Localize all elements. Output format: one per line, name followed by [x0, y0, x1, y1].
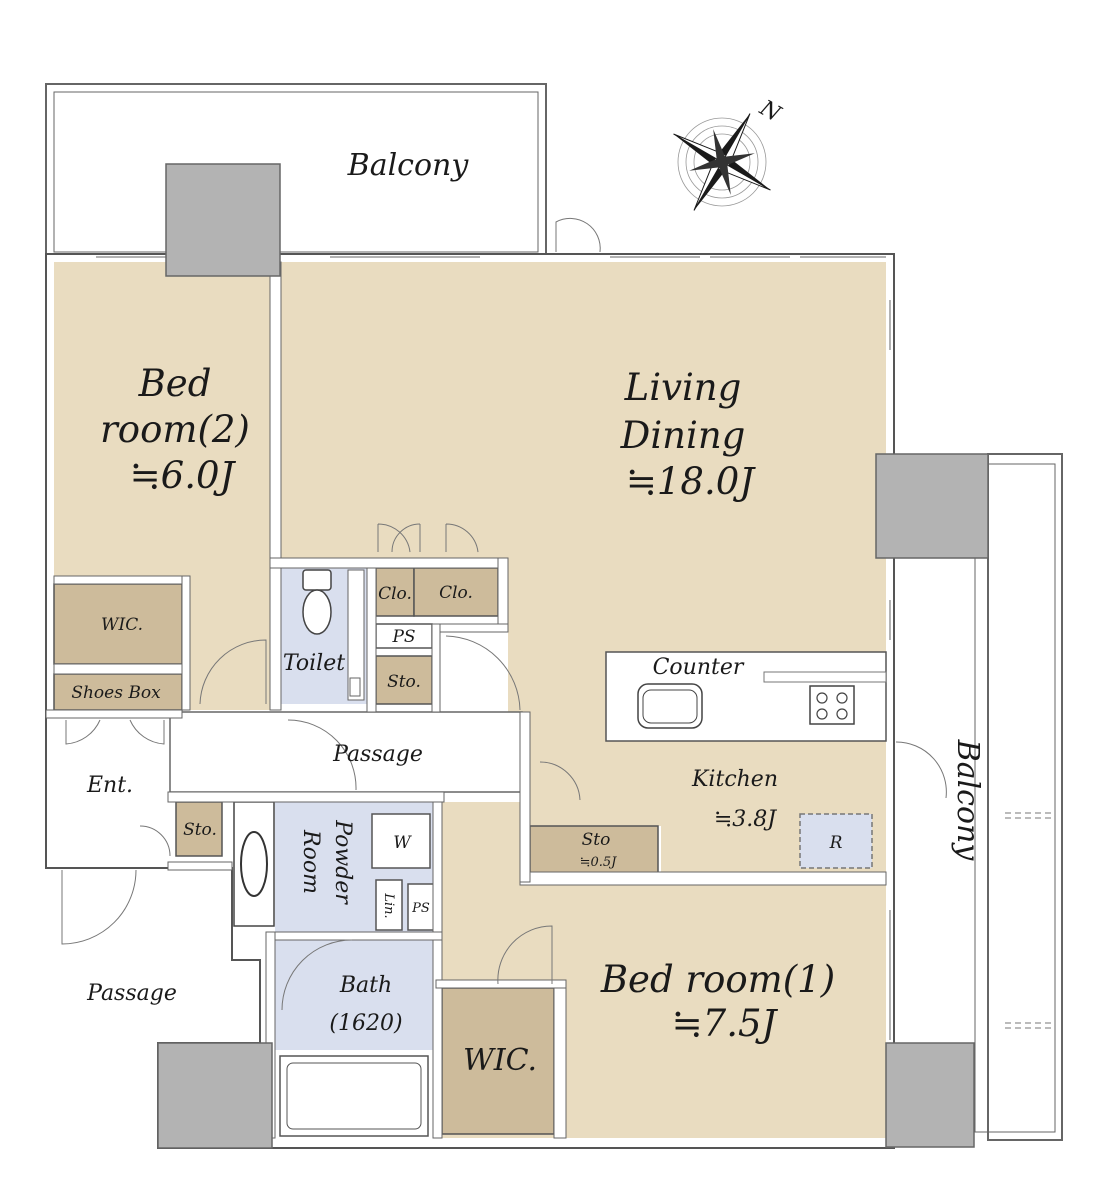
linen-box	[375, 879, 403, 931]
living-label-2: Dining	[620, 414, 746, 457]
ps-1-label: PS	[391, 627, 415, 647]
bedroom2-area: ≒6.0J	[130, 454, 237, 497]
powder-label-1: Powder	[330, 819, 355, 905]
bath-label-2: (1620)	[329, 1011, 402, 1036]
column-top-left	[165, 163, 281, 277]
bedroom1-area: ≒7.5J	[672, 1002, 779, 1045]
washer-label: W	[393, 833, 412, 853]
sto-1-label: Sto.	[387, 672, 421, 692]
ps-block-1	[375, 623, 433, 649]
window-lines	[96, 256, 891, 1040]
bath-floor	[275, 940, 433, 1050]
sto-3-area: ≒0.5J	[580, 855, 618, 870]
clo-block-2	[413, 567, 499, 617]
living-floor	[281, 262, 886, 880]
balcony-right	[974, 453, 1063, 1141]
shoes-box-label: Shoes Box	[71, 683, 161, 703]
door-swings	[61, 217, 947, 1011]
balcony-top	[45, 83, 547, 255]
entrance-label: Ent.	[86, 773, 133, 798]
sto-3-label: Sto	[582, 830, 611, 850]
column-bottom-right	[885, 1042, 975, 1148]
bath-label-1: Bath	[339, 973, 392, 998]
inner-passage-label: Passage	[332, 742, 423, 767]
clo-2-label: Clo.	[439, 583, 473, 603]
basin-icon	[240, 831, 268, 897]
clo-1-label: Clo.	[378, 584, 412, 604]
column-right-upper	[875, 453, 989, 559]
compass-icon: N	[673, 95, 785, 211]
kitchen-area: ≒3.8J	[714, 807, 777, 832]
living-area: ≒18.0J	[626, 460, 756, 503]
sto-block-1	[375, 655, 433, 705]
wic-bottom-block	[441, 987, 555, 1135]
ps-2-label: PS	[411, 901, 430, 916]
toilet-icon	[302, 569, 365, 701]
bedroom1-label: Bed room(1)	[600, 958, 835, 1001]
bathtub-icon	[279, 1055, 429, 1137]
stove-icon	[809, 685, 855, 725]
fridge-area	[799, 813, 873, 869]
entrance-floor	[54, 712, 168, 862]
interior-walls	[45, 261, 887, 1139]
counter-label: Counter	[653, 655, 745, 680]
linen-label: Lin.	[381, 892, 396, 918]
outer-passage-label: Passage	[86, 981, 177, 1006]
fridge-label: R	[829, 833, 843, 853]
column-bottom-left	[157, 1042, 273, 1149]
compass-north-label: N	[754, 95, 785, 127]
bedroom2-label-1: Bed	[138, 362, 212, 405]
washer-box	[371, 813, 431, 869]
powder-label-2: Room	[298, 829, 323, 894]
sto-2-label: Sto.	[183, 820, 217, 840]
kitchen-label: Kitchen	[691, 767, 778, 792]
sink-icon	[637, 683, 703, 729]
balcony-top-label: Balcony	[347, 148, 470, 183]
bedroom2-label-2: room(2)	[100, 408, 250, 451]
living-label-1: Living	[624, 366, 742, 409]
balcony-right-label: Balcony	[950, 739, 985, 862]
sto-block-3	[529, 825, 659, 875]
toilet-label: Toilet	[283, 651, 345, 676]
wic-top-label: WIC.	[101, 615, 143, 635]
wic-bottom-label: WIC.	[463, 1043, 537, 1078]
shoes-box-block	[53, 673, 183, 711]
